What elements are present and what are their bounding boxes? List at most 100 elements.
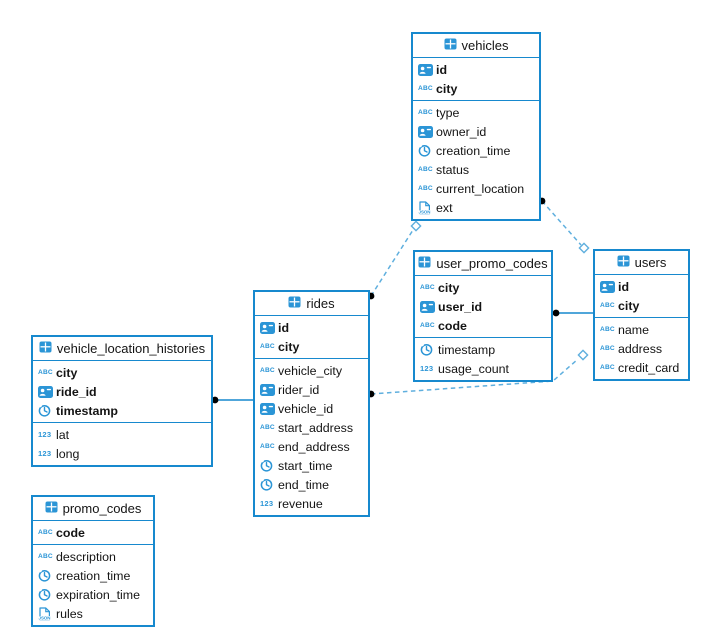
column-timestamp: timestamp <box>33 401 211 420</box>
primary-key-section: id ABC city <box>413 58 539 100</box>
table-promo_codes[interactable]: promo_codes ABC code ABC description cre… <box>31 495 155 627</box>
column-end_time: end_time <box>255 475 368 494</box>
table-header[interactable]: promo_codes <box>33 497 153 521</box>
string-icon: ABC <box>600 302 615 309</box>
column-user_id: user_id <box>415 297 551 316</box>
json-icon: JSON <box>418 200 436 215</box>
uuid-icon <box>260 383 278 396</box>
column-long: 123 long <box>33 444 211 463</box>
string-icon: ABC <box>38 369 53 376</box>
column-name: rider_id <box>278 382 320 397</box>
column-rules: JSON rules <box>33 604 153 623</box>
column-name: ride_id <box>56 384 97 399</box>
column-address: ABC address <box>595 339 688 358</box>
column-name: status <box>436 162 470 177</box>
column-ext: JSON ext <box>413 198 539 217</box>
column-name: user_id <box>438 299 483 314</box>
table-vehicles[interactable]: vehicles id ABC city ABC type owner_id c… <box>411 32 541 221</box>
primary-key-section: ABC city ride_id timestamp <box>33 361 211 422</box>
column-name: end_address <box>278 439 350 454</box>
table-name: users <box>634 255 667 270</box>
uuid-icon <box>600 280 618 293</box>
column-name: rules <box>56 606 83 621</box>
svg-text:JSON: JSON <box>39 615 51 620</box>
column-name: revenue <box>278 496 323 511</box>
table-icon <box>617 255 630 270</box>
column-start_address: ABC start_address <box>255 418 368 437</box>
column-vehicle_id: vehicle_id <box>255 399 368 418</box>
column-name: end_time <box>278 477 329 492</box>
relationship-line <box>541 200 582 246</box>
many-end-dot <box>211 396 219 404</box>
columns-section: 123 lat 123 long <box>33 422 211 465</box>
column-name: expiration_time <box>56 587 141 602</box>
column-description: ABC description <box>33 547 153 566</box>
table-header[interactable]: vehicle_location_histories <box>33 337 211 361</box>
table-icon <box>288 296 301 311</box>
string-icon: ABC <box>600 364 615 371</box>
column-current_location: ABC current_location <box>413 179 539 198</box>
timestamp-icon <box>260 478 278 491</box>
number-icon: 123 <box>38 449 52 458</box>
table-vehicle_location_histories[interactable]: vehicle_location_histories ABC city ride… <box>31 335 213 467</box>
table-name: rides <box>306 296 335 311</box>
column-name: start_time <box>278 458 333 473</box>
many-end-dot <box>552 309 560 317</box>
number-icon: 123 <box>38 430 52 439</box>
column-lat: 123 lat <box>33 425 211 444</box>
table-header[interactable]: user_promo_codes <box>415 252 551 276</box>
column-type: ABC type <box>413 103 539 122</box>
uuid-icon <box>38 385 56 398</box>
primary-key-section: id ABC city <box>255 316 368 358</box>
table-header[interactable]: vehicles <box>413 34 539 58</box>
string-icon: ABC <box>418 185 433 192</box>
optional-end-diamond <box>578 242 590 254</box>
column-name: usage_count <box>438 361 509 376</box>
column-name: credit_card <box>618 360 680 375</box>
column-name: creation_time <box>56 568 131 583</box>
table-icon <box>45 501 58 516</box>
column-name: ext <box>436 200 453 215</box>
uuid-icon <box>260 321 278 334</box>
table-header[interactable]: rides <box>255 292 368 316</box>
column-name: owner_id <box>436 124 487 139</box>
column-revenue: 123 revenue <box>255 494 368 513</box>
string-icon: ABC <box>38 553 53 560</box>
uuid-icon <box>418 125 436 138</box>
table-name: vehicles <box>461 38 509 53</box>
table-icon <box>444 38 457 53</box>
column-city: ABC city <box>255 337 368 356</box>
columns-section: ABC vehicle_city rider_id vehicle_id ABC… <box>255 358 368 515</box>
table-users[interactable]: users id ABC city ABC name ABC address A… <box>593 249 690 381</box>
column-name: code <box>438 318 467 333</box>
column-id: id <box>595 277 688 296</box>
string-icon: ABC <box>260 424 275 431</box>
number-icon: 123 <box>260 499 274 508</box>
table-user_promo_codes[interactable]: user_promo_codes ABC city user_id ABC co… <box>413 250 553 382</box>
relationship-user_promo_codes-to-users <box>552 309 593 317</box>
relationship-line <box>370 229 414 297</box>
column-city: ABC city <box>33 363 211 382</box>
column-name: start_address <box>278 420 354 435</box>
columns-section: ABC name ABC address ABC credit_card <box>595 317 688 379</box>
table-header[interactable]: users <box>595 251 688 275</box>
table-rides[interactable]: rides id ABC city ABC vehicle_city rider… <box>253 290 370 517</box>
table-icon <box>418 256 431 271</box>
column-name: city <box>618 298 640 313</box>
column-name: type <box>436 105 460 120</box>
table-name: promo_codes <box>62 501 142 516</box>
optional-end-diamond <box>577 349 589 361</box>
string-icon: ABC <box>420 322 435 329</box>
column-name: long <box>56 446 80 461</box>
column-name: current_location <box>436 181 525 196</box>
column-city: ABC city <box>595 296 688 315</box>
string-icon: ABC <box>418 109 433 116</box>
column-name: description <box>56 549 116 564</box>
column-id: id <box>413 60 539 79</box>
uuid-icon <box>260 402 278 415</box>
column-name: address <box>618 341 663 356</box>
column-rider_id: rider_id <box>255 380 368 399</box>
column-creation_time: creation_time <box>33 566 153 585</box>
column-name: city <box>278 339 300 354</box>
column-expiration_time: expiration_time <box>33 585 153 604</box>
